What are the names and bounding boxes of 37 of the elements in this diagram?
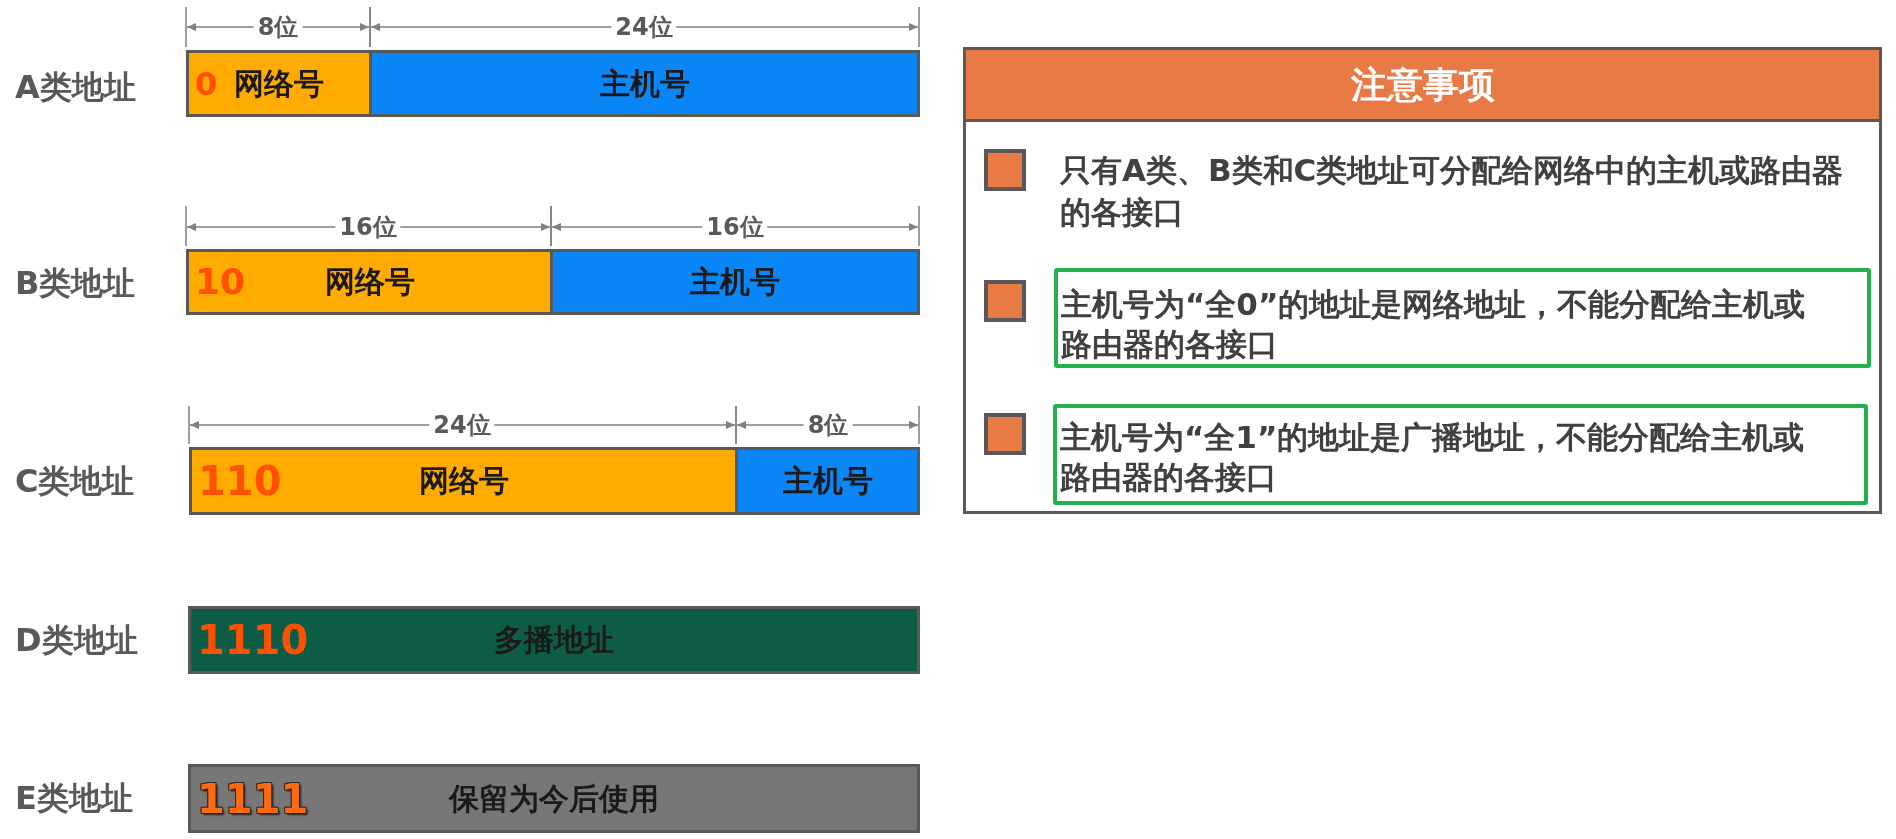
dimension-label: 8位 [253,15,303,39]
class-label: E类地址 [15,782,133,814]
prefix-bits: 1111 [197,778,309,819]
reserved-field [188,764,920,833]
field-label: 保留为今后使用 [449,783,659,814]
prefix-bits: 10 [195,264,246,300]
host-field [369,50,920,117]
dimension-label: 8位 [803,413,853,437]
dimension-label: 16位 [702,215,768,239]
prefix-bits: 1110 [197,620,309,660]
dimension-label: 16位 [335,215,401,239]
note-text: 只有A类、B类和C类地址可分配给网络中的主机或路由器的各接口 [1060,151,1845,232]
field-label: 主机号 [599,68,690,99]
multicast-field [188,606,920,674]
notes-panel [963,47,1882,514]
class-label: C类地址 [15,465,135,497]
highlighted-note: 主机号为“全0”的地址是网络地址，不能分配给主机或路由器的各接口 [1054,268,1871,368]
class-label: B类地址 [15,267,136,299]
field-label: 主机号 [690,267,780,297]
host-field [735,447,920,515]
network-field [189,447,738,515]
prefix-bits: 0 [195,67,218,100]
network-field [186,50,372,117]
field-label: 多播地址 [494,625,614,655]
field-label: 主机号 [782,466,873,496]
field-label: 网络号 [324,267,415,297]
field-label: 网络号 [234,68,324,99]
dimension-label: 24位 [429,413,495,437]
dimension-label: 24位 [611,15,677,39]
field-label: 网络号 [418,466,509,496]
panel-header: 注意事项 [966,50,1879,122]
prefix-bits: 110 [198,461,282,501]
network-field [186,249,553,315]
host-field [550,249,920,315]
highlighted-note: 主机号为“全1”的地址是广播地址，不能分配给主机或路由器的各接口 [1053,404,1868,505]
class-label: D类地址 [15,624,138,656]
class-label: A类地址 [15,71,136,103]
